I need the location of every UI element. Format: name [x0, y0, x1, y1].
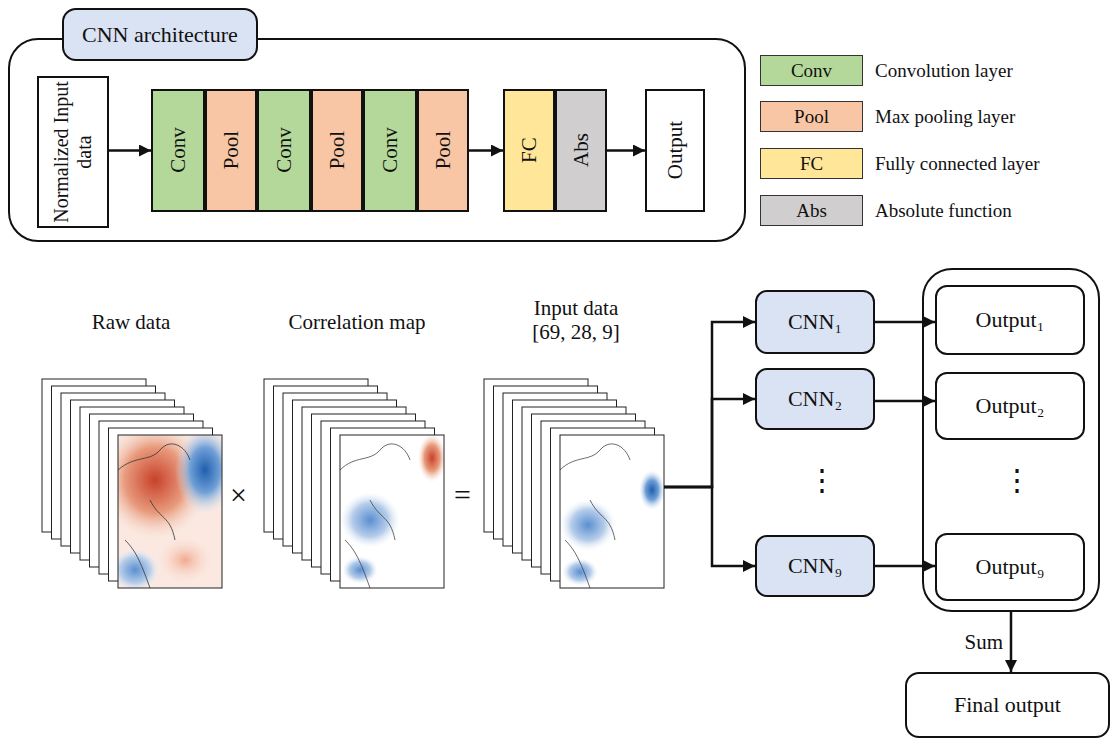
- ellipsis-dots: ⋮: [1002, 462, 1032, 497]
- legend-row: Pool Max pooling layer: [760, 101, 1015, 132]
- output-box: Output₁: [935, 285, 1085, 355]
- legend-swatch: Pool: [760, 101, 863, 132]
- legend-text: Max pooling layer: [875, 106, 1015, 128]
- arrow-connector: [664, 322, 755, 487]
- stack-heading: Input data [69, 28, 9]: [514, 296, 638, 344]
- final-output-box: Final output: [905, 672, 1110, 738]
- cnn-box: CNN₉: [755, 535, 875, 597]
- output-box: Output₂: [935, 372, 1085, 440]
- node-label: Abs: [569, 94, 593, 207]
- node-label: Conv: [272, 94, 296, 207]
- stack-heading: Correlation map: [285, 310, 428, 334]
- output-group: Output₁ Output₂ Output₉: [922, 268, 1100, 612]
- arrow-connector: [875, 321, 935, 324]
- node-label: Final output: [954, 692, 1061, 717]
- arrow-connector: [875, 565, 935, 568]
- pool-layer: Pool: [311, 89, 363, 212]
- node-label: Conv: [378, 94, 402, 207]
- node-label: Output₂: [976, 393, 1045, 418]
- legend-text: Convolution layer: [875, 60, 1013, 82]
- legend-row: Abs Absolute function: [760, 195, 1012, 226]
- arrow-connector: [469, 149, 503, 152]
- legend-row: Conv Convolution layer: [760, 55, 1013, 86]
- arrow-connector: [607, 149, 645, 152]
- fc-layer: FC: [503, 89, 555, 212]
- arrow-connector: [1010, 612, 1013, 672]
- output-box: Output₉: [935, 533, 1085, 601]
- equals-sign: =: [454, 478, 471, 512]
- swatch-label: Pool: [794, 106, 829, 128]
- pool-layer: Pool: [417, 89, 469, 212]
- swatch-label: FC: [800, 153, 823, 175]
- node-label: Pool: [325, 94, 349, 207]
- node-label: Output₁: [976, 307, 1045, 332]
- input-box: Normalized Input data: [37, 76, 109, 228]
- architecture-panel: CNN architectureNormalized Input dataCon…: [8, 38, 746, 242]
- raw-data-stack: Raw data: [40, 300, 222, 590]
- legend-swatch: Abs: [760, 195, 863, 226]
- node-label: Conv: [166, 94, 190, 207]
- node-label: Pool: [431, 94, 455, 207]
- node-label: Pool: [219, 94, 243, 207]
- legend-text: Absolute function: [875, 200, 1012, 222]
- swatch-label: Conv: [791, 60, 832, 82]
- input-data-stack: Input data [69, 28, 9]: [488, 296, 664, 590]
- arrow-connector: [664, 487, 755, 566]
- arrow-connector: [664, 399, 755, 487]
- abs-layer: Abs: [555, 89, 607, 212]
- output-box: Output: [645, 89, 705, 212]
- cnn-box: CNN₁: [755, 290, 875, 354]
- node-label: CNN₂: [788, 386, 842, 411]
- node-label: Output: [663, 94, 687, 207]
- legend-swatch: FC: [760, 148, 863, 179]
- correlation-stack: Correlation map: [262, 300, 452, 590]
- legend-row: FC Fully connected layer: [760, 148, 1040, 179]
- times-sign: ×: [230, 478, 247, 512]
- edge-label: Sum: [962, 630, 1005, 655]
- swatch-label: Abs: [796, 200, 827, 222]
- node-label: FC: [517, 94, 541, 207]
- conv-layer: Conv: [363, 89, 417, 212]
- panel-heading: CNN architecture: [62, 8, 258, 61]
- legend-text: Fully connected layer: [875, 153, 1040, 175]
- node-label: CNN₁: [788, 309, 842, 334]
- cnn-box: CNN₂: [755, 368, 875, 430]
- node-label: Normalized Input data: [50, 81, 96, 223]
- arrow-connector: [109, 149, 151, 152]
- conv-layer: Conv: [257, 89, 311, 212]
- ellipsis-dots: ⋮: [807, 462, 837, 497]
- arrow-connector: [875, 400, 935, 403]
- node-label: CNN₉: [788, 553, 842, 578]
- conv-layer: Conv: [151, 89, 205, 212]
- node-label: Output₉: [976, 554, 1045, 579]
- legend-swatch: Conv: [760, 55, 863, 86]
- stack-heading: Raw data: [89, 310, 174, 334]
- pool-layer: Pool: [205, 89, 257, 212]
